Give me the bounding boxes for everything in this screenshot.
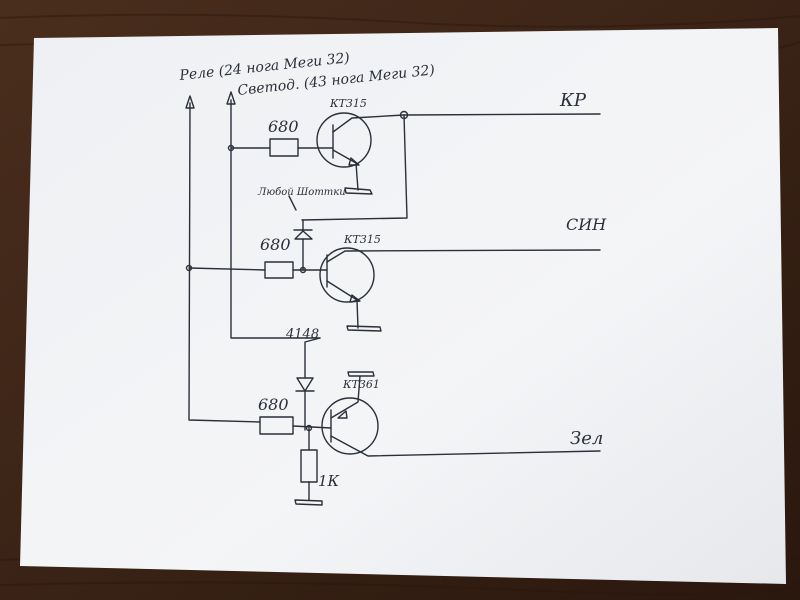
r4-ground <box>294 499 323 506</box>
q2-collector-wire <box>326 249 601 263</box>
q2-base-junction <box>299 266 307 274</box>
q3-emitter-wire <box>330 375 361 419</box>
q1-emitter-arrow <box>348 157 360 166</box>
r2-value-label: 680 <box>260 235 291 254</box>
q3-collector-wire <box>330 435 601 457</box>
led-input-arrow <box>226 91 236 105</box>
q2-emitter-wire <box>326 280 359 329</box>
diode-note-label: Любой Шоттки <box>257 187 346 198</box>
r2-wire-left <box>188 267 266 271</box>
output-green-label: Зел <box>570 428 603 449</box>
q2-ground <box>346 325 382 332</box>
q1-ground <box>344 187 373 195</box>
output-blue-label: СИН <box>566 215 607 234</box>
transistor-q1 <box>316 112 372 168</box>
r3-value-label: 680 <box>258 395 289 414</box>
diode-d2 <box>296 377 314 392</box>
transistor-q2 <box>319 247 375 303</box>
r4-value-label: 1К <box>318 472 340 490</box>
diode-note-pointer <box>288 195 297 211</box>
transistor-q3 <box>321 397 379 455</box>
q3-type-label: КТ361 <box>342 378 380 391</box>
paper-sheet <box>20 28 786 584</box>
r1-value-label: 680 <box>268 117 299 136</box>
q1-to-diode-wire <box>301 114 408 221</box>
q3-emitter-arrow <box>337 410 348 419</box>
d2-value-label: 4148 <box>285 327 319 342</box>
q2-emitter-arrow <box>349 294 361 303</box>
q3-ground <box>347 371 375 377</box>
output-red-label: КР <box>559 90 587 111</box>
q1-collector-wire <box>332 113 601 133</box>
q1-type-label: КТ315 <box>329 97 367 110</box>
d2-wire-top <box>304 337 321 379</box>
led-bus-wire <box>230 99 321 339</box>
schematic <box>185 91 601 506</box>
relay-bus-wire <box>188 102 261 423</box>
q2-type-label: КТ315 <box>343 233 381 246</box>
relay-input-arrow <box>185 95 195 109</box>
